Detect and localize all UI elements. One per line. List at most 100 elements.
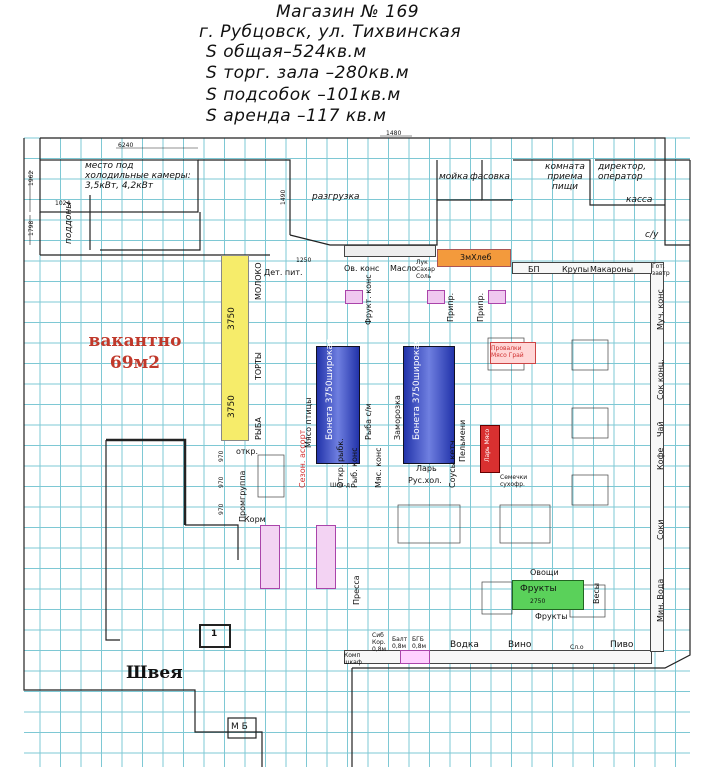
dept-pelmeni: Пельмени — [458, 419, 467, 462]
dimension-lines — [29, 135, 412, 245]
dept-det-pit: Дет. пит. — [264, 268, 303, 277]
dept-proc: Провалки Мясо Грай — [491, 345, 524, 359]
dim-1024: 1024 — [55, 200, 71, 207]
dept-krupy: Крупы — [562, 265, 590, 274]
dept-vino: Вино — [508, 640, 532, 650]
fruit-stand-label: Фрукты — [520, 584, 557, 594]
dept-boneta-1: Бонета 3750широкая — [325, 338, 335, 440]
boneta-2 — [403, 346, 455, 464]
dept-ryba-sm: Рыба с/м — [364, 403, 373, 440]
dept-boneta-2: Бонета 3750широкая — [412, 338, 422, 440]
plan-title: Магазин № 169 — [276, 2, 420, 22]
dim-1798: 1798 — [28, 220, 35, 236]
dept-zamorozka: Заморозка — [393, 395, 402, 440]
dim-970: 970 — [218, 450, 225, 462]
plan-address: г. Рубцовск, ул. Тихвинская — [199, 22, 462, 42]
dept-vodka: Водка — [450, 640, 479, 650]
dim-3750a: 3750 — [227, 307, 237, 330]
dept-ovoshi: Овощи — [530, 568, 559, 577]
dim-1480: 1480 — [386, 130, 402, 137]
pallets-label: поддоны — [64, 201, 74, 244]
packing-label: фасовка — [470, 172, 510, 182]
magenta-stand-4 — [260, 525, 280, 589]
dept-frukty: Фрукты — [535, 612, 568, 621]
area-rent: S аренда –117 кв.м — [206, 106, 387, 126]
dept-ov-kons: Ов. конс — [344, 264, 380, 273]
dept-ryba: РЫБА — [254, 417, 263, 440]
dim-970b: 970 — [218, 476, 225, 488]
wc-label: с/у — [645, 230, 659, 240]
dept-korm: Корм — [244, 515, 266, 524]
pink-counter — [400, 650, 430, 664]
dept-sezon: Сезон. ассорт — [298, 429, 307, 488]
seamstress-label: Швея — [126, 663, 183, 683]
dept-myas-kons: Мяс. конс — [374, 447, 383, 488]
dim-3750b: 3750 — [227, 395, 237, 418]
boneta-1 — [316, 346, 360, 464]
area-trade: S торг. зала –280кв.м — [206, 63, 410, 83]
dept-sib: Сиб Кор. 0,8м — [372, 632, 387, 653]
dept-bp: БП — [528, 265, 540, 274]
unloading-label: разгрузка — [312, 192, 360, 202]
dept-maslo: Масло — [390, 264, 417, 273]
dept-bgb: БГБ 0,8м — [412, 636, 427, 650]
dept-sousy: Соусы кетч. — [448, 437, 457, 488]
dim-6240: 6240 — [118, 142, 134, 149]
meat-chest — [480, 425, 500, 473]
dept-rus-hol: Рус.хол. — [408, 476, 442, 485]
dept-much-kons: Муч. конс — [656, 289, 665, 330]
dept-vesy: Весы — [592, 582, 601, 604]
dept-moloko: МОЛОКО — [254, 262, 263, 301]
mb-label: М Б — [231, 722, 248, 732]
dept-balt: Балт 0,8м — [392, 636, 408, 650]
dept-chai: Чай — [656, 421, 665, 437]
dept-ryb-kons: Рыб. конс — [350, 447, 359, 488]
fruit-stand — [512, 580, 584, 610]
dept-komp: Комп шкаф — [344, 652, 362, 666]
dim-1962: 1962 — [28, 170, 35, 186]
top-shelf — [344, 245, 436, 257]
eating-room-label: комната приема пищи — [545, 162, 585, 192]
pink-stand-meat — [490, 342, 536, 364]
dept-sdo: Сл.о — [570, 644, 584, 651]
dept-makarony: Макароны — [590, 265, 634, 274]
dept-fruk-kons: Фрукт. конс — [364, 274, 373, 325]
magenta-stand-2 — [427, 290, 445, 304]
dept-semechki: Семечки сухофр. — [500, 474, 528, 488]
room-number: 1 — [211, 629, 218, 639]
area-total: S общая–524кв.м — [206, 42, 367, 62]
magenta-stand-3 — [488, 290, 506, 304]
dept-kofe: Кофе — [656, 447, 665, 470]
dept-pripr-1: Припр. — [446, 292, 455, 322]
right-shelf — [650, 262, 664, 652]
dept-soki: Соки — [656, 519, 665, 540]
dim-970c: 970 — [218, 503, 225, 515]
dim-1250: 1250 — [296, 257, 312, 264]
dept-pripr-2: Припр. — [476, 292, 485, 322]
top-rack-right — [512, 262, 652, 274]
dept-shok: Шок-д — [330, 482, 351, 489]
dept-lar-myaso: Ларь Мясо — [484, 428, 491, 462]
dept-gotzavtr: Гот. завтр — [652, 263, 670, 277]
dept-hleb: 3мХлеб — [460, 253, 492, 262]
dim-1490: 1490 — [280, 189, 287, 205]
dept-otkr-rybk: Откр. рыбк. — [336, 438, 345, 488]
dept-otkr: откр. — [236, 447, 259, 456]
dept-min-voda: Мин. Вода — [656, 578, 665, 622]
magenta-stand-1 — [345, 290, 363, 304]
dept-lar: Ларь — [416, 464, 437, 473]
dairy-fridge — [221, 255, 249, 441]
bread-rack — [437, 249, 511, 267]
dept-sok-konc: Сок конц. — [656, 359, 665, 400]
dept-pivo: Пиво — [610, 640, 634, 650]
dept-pressa: Пресса — [352, 575, 361, 605]
washroom-label: мойка — [439, 172, 469, 182]
cold-storage-label: место под холодильные камеры: 3,5кВт, 4,… — [85, 161, 191, 191]
director-label: директор, оператор — [598, 162, 647, 182]
cashier-label: касса — [626, 195, 653, 205]
dept-luk: Лук Сахар Соль — [416, 259, 435, 280]
vacant-area: 69м2 — [109, 353, 161, 373]
vacant-text: вакантно — [88, 331, 182, 351]
magenta-stand-5 — [316, 525, 336, 589]
